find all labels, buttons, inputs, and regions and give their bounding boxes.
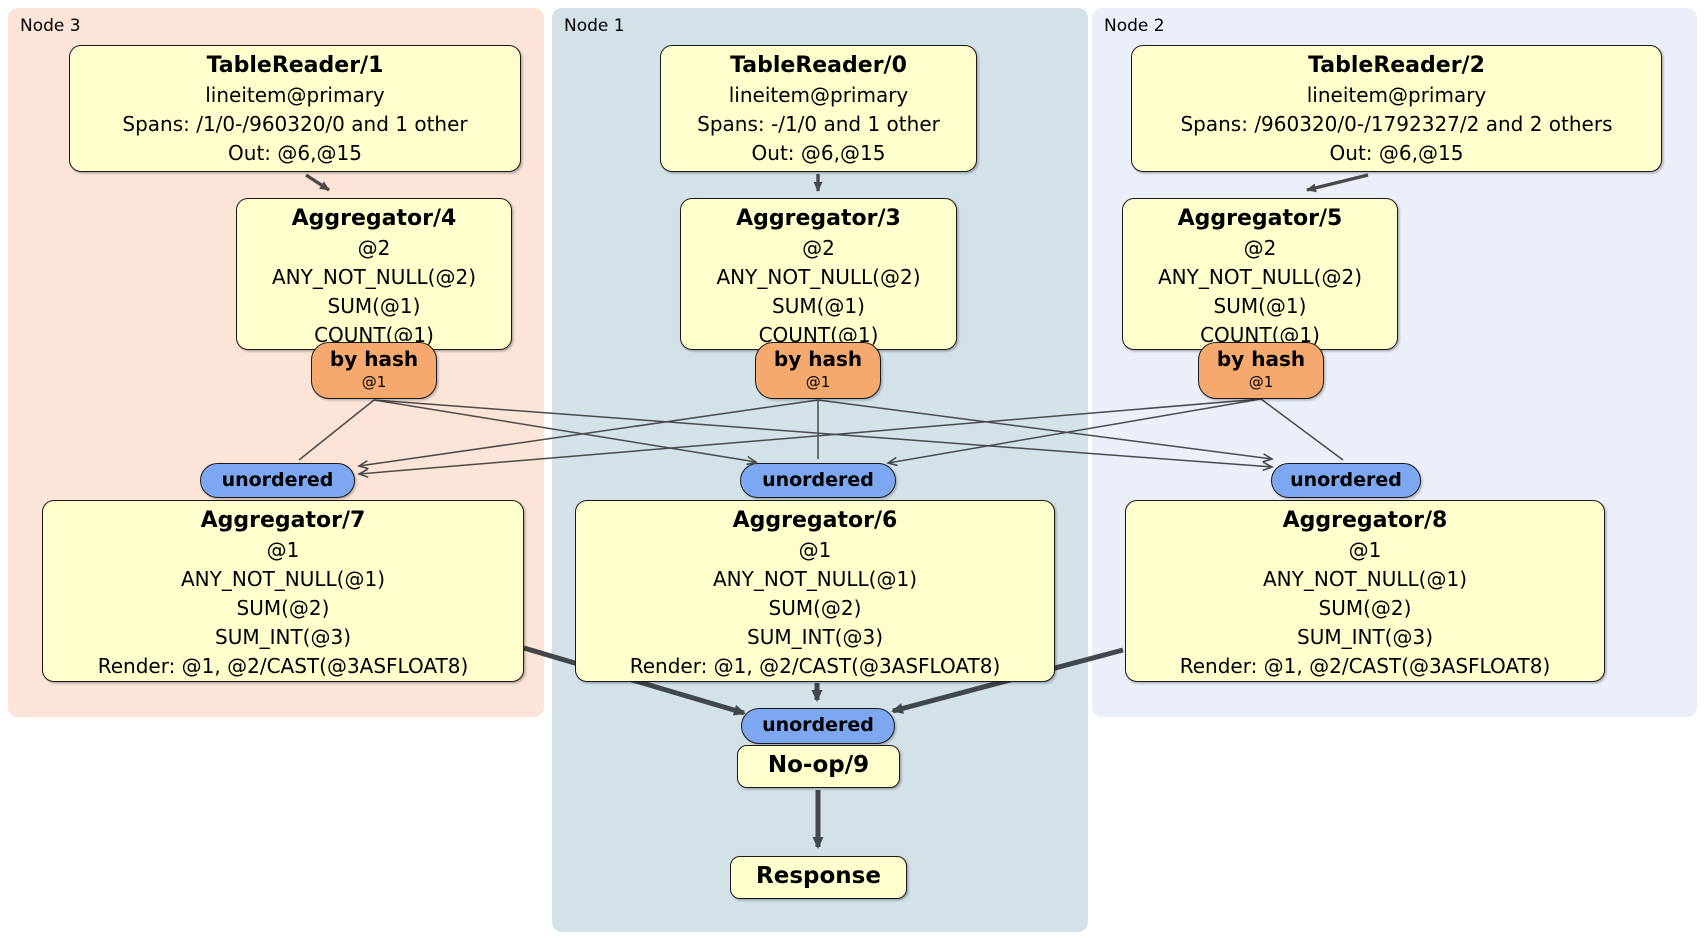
processor-detail: Out: @6,@15 [751, 141, 886, 165]
processor-aggregator-3: Aggregator/3 @2 ANY_NOT_NULL(@2) SUM(@1)… [680, 198, 957, 350]
processor-title: TableReader/0 [730, 53, 907, 78]
processor-detail: @2 [1243, 236, 1277, 260]
processor-title: Aggregator/4 [291, 206, 457, 231]
processor-detail: lineitem@primary [1306, 83, 1487, 107]
processor-detail: SUM(@2) [236, 596, 330, 620]
processor-aggregator-8: Aggregator/8 @1 ANY_NOT_NULL(@1) SUM(@2)… [1125, 500, 1605, 682]
processor-detail: ANY_NOT_NULL(@2) [1158, 265, 1362, 289]
processor-aggregator-5: Aggregator/5 @2 ANY_NOT_NULL(@2) SUM(@1)… [1122, 198, 1398, 350]
processor-detail: SUM(@1) [772, 294, 865, 318]
processor-aggregator-7: Aggregator/7 @1 ANY_NOT_NULL(@1) SUM(@2)… [42, 500, 524, 682]
processor-detail: Spans: /1/0-/960320/0 and 1 other [122, 112, 468, 136]
processor-detail: Out: @6,@15 [1329, 141, 1464, 165]
sync-unordered-3: unordered [1271, 463, 1421, 498]
processor-title: Aggregator/8 [1282, 508, 1448, 533]
processor-detail: lineitem@primary [205, 83, 385, 107]
processor-detail: Spans: -/1/0 and 1 other [697, 112, 940, 136]
processor-detail: Spans: /960320/0-/1792327/2 and 2 others [1180, 112, 1613, 136]
processor-aggregator-6: Aggregator/6 @1 ANY_NOT_NULL(@1) SUM(@2)… [575, 500, 1055, 682]
processor-detail: @2 [357, 236, 391, 260]
processor-tablereader-1: TableReader/1 lineitem@primary Spans: /1… [69, 45, 521, 172]
processor-title: Aggregator/3 [736, 206, 901, 231]
sync-unordered-1: unordered [200, 463, 355, 498]
processor-detail: Render: @1, @2/CAST(@3ASFLOAT8) [629, 654, 1001, 678]
router-label: by hash [773, 347, 863, 371]
processor-title: Aggregator/5 [1177, 206, 1343, 231]
router-detail: @1 [361, 373, 387, 391]
router-detail: @1 [1248, 373, 1274, 391]
processor-title: Aggregator/7 [200, 508, 366, 533]
router-by-hash-3: by hash @1 [1198, 342, 1324, 399]
processor-detail: SUM(@1) [327, 294, 421, 318]
processor-detail: ANY_NOT_NULL(@2) [272, 265, 476, 289]
processor-detail: @1 [266, 538, 300, 562]
router-by-hash-2: by hash @1 [755, 342, 881, 399]
processor-detail: ANY_NOT_NULL(@1) [713, 567, 917, 591]
processor-detail: Out: @6,@15 [228, 141, 362, 165]
processor-title: Aggregator/6 [732, 508, 898, 533]
sync-unordered-2: unordered [740, 463, 896, 498]
processor-detail: @2 [802, 236, 835, 260]
processor-tablereader-0: TableReader/0 lineitem@primary Spans: -/… [660, 45, 977, 172]
processor-detail: SUM_INT(@3) [1297, 625, 1433, 649]
processor-tablereader-2: TableReader/2 lineitem@primary Spans: /9… [1131, 45, 1662, 172]
processor-detail: @1 [1348, 538, 1382, 562]
response-box: Response [730, 856, 907, 899]
processor-noop-9: No-op/9 [737, 745, 900, 788]
processor-detail: SUM_INT(@3) [215, 625, 351, 649]
router-detail: @1 [805, 373, 831, 391]
processor-detail: ANY_NOT_NULL(@2) [716, 265, 921, 289]
processor-detail: Render: @1, @2/CAST(@3ASFLOAT8) [97, 654, 469, 678]
processor-detail: ANY_NOT_NULL(@1) [181, 567, 385, 591]
processor-detail: @1 [798, 538, 832, 562]
processor-detail: Render: @1, @2/CAST(@3ASFLOAT8) [1179, 654, 1551, 678]
processor-detail: SUM(@2) [1318, 596, 1412, 620]
router-label: by hash [329, 347, 419, 371]
processor-detail: lineitem@primary [728, 83, 909, 107]
router-to-sync-edges [298, 398, 1344, 478]
tablereader-to-aggregator-arrows [305, 173, 1369, 193]
processor-detail: SUM_INT(@3) [747, 625, 883, 649]
processor-detail: ANY_NOT_NULL(@1) [1263, 567, 1467, 591]
node-label: Node 3 [20, 16, 81, 36]
node-label: Node 2 [1104, 16, 1165, 36]
processor-detail: SUM(@1) [1213, 294, 1307, 318]
processor-aggregator-4: Aggregator/4 @2 ANY_NOT_NULL(@2) SUM(@1)… [236, 198, 512, 350]
processor-title: TableReader/1 [206, 53, 384, 78]
processor-title: TableReader/2 [1308, 53, 1485, 78]
sync-unordered-final: unordered [741, 708, 895, 744]
router-by-hash-1: by hash @1 [311, 342, 437, 399]
router-label: by hash [1216, 347, 1306, 371]
node-label: Node 1 [564, 16, 625, 36]
processor-detail: SUM(@2) [768, 596, 862, 620]
